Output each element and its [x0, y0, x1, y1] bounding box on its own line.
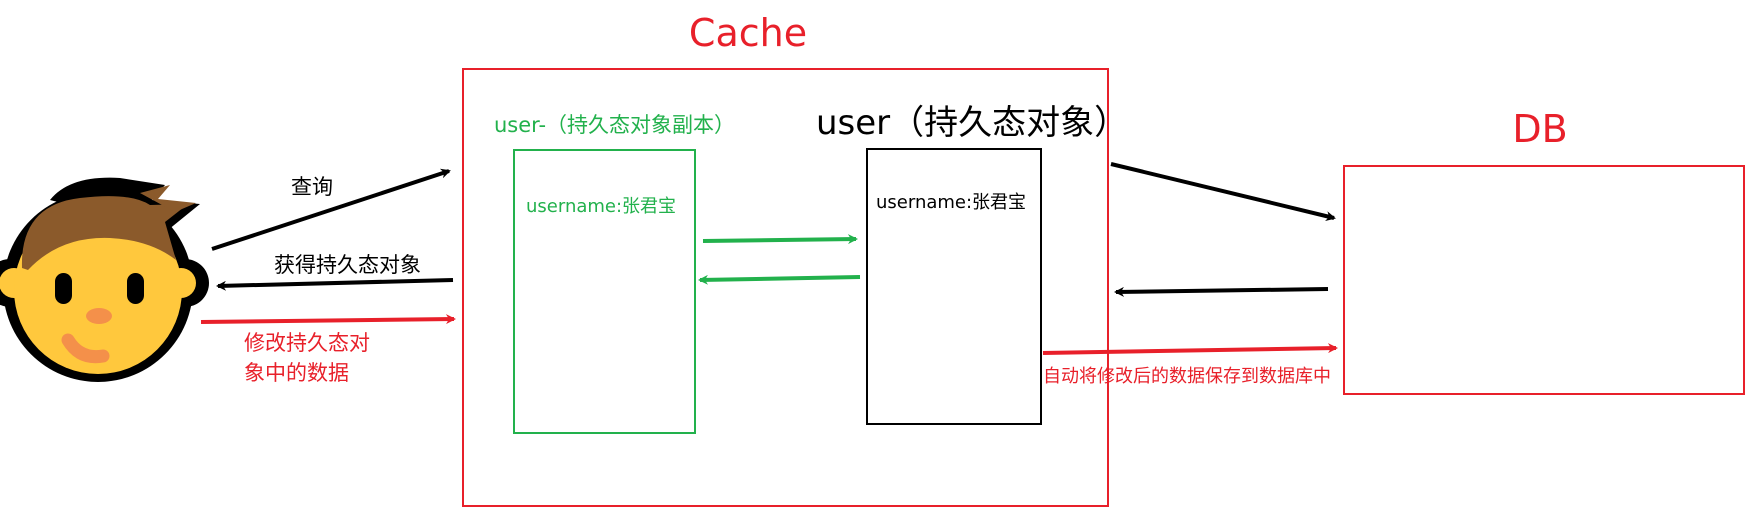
- cache-to-db-arrow: [1110, 162, 1336, 221]
- cache-title: Cache: [689, 11, 807, 55]
- auto-save-label: 自动将修改后的数据保存到数据库中: [1043, 366, 1331, 387]
- get-persistent-label: 获得持久态对象: [274, 253, 421, 277]
- persistent-object-box: [866, 148, 1042, 425]
- query-label: 查询: [291, 175, 333, 199]
- modify-label-line1: 修改持久态对: [244, 331, 370, 355]
- auto-save-arrow: [1042, 343, 1338, 355]
- modify-label-line2: 象中的数据: [244, 361, 349, 385]
- copy-to-persistent-arrow: [702, 234, 858, 245]
- cache-box: [462, 68, 1109, 507]
- copy-object-label: user-（持久态对象副本）: [494, 113, 735, 137]
- get-persistent-arrow: [216, 278, 454, 291]
- persistent-object-field: username:张君宝: [876, 192, 1026, 213]
- modify-arrow: [200, 314, 456, 325]
- copy-object-box: [513, 149, 696, 434]
- query-arrow: [211, 168, 451, 251]
- db-box: [1343, 165, 1745, 395]
- db-title: DB: [1512, 107, 1567, 151]
- persistent-to-copy-arrow: [698, 274, 861, 285]
- user-avatar-icon: [0, 177, 209, 382]
- persistent-object-label: user（持久态对象）: [816, 103, 1128, 143]
- copy-object-field: username:张君宝: [526, 196, 676, 217]
- db-to-cache-arrow: [1114, 286, 1329, 297]
